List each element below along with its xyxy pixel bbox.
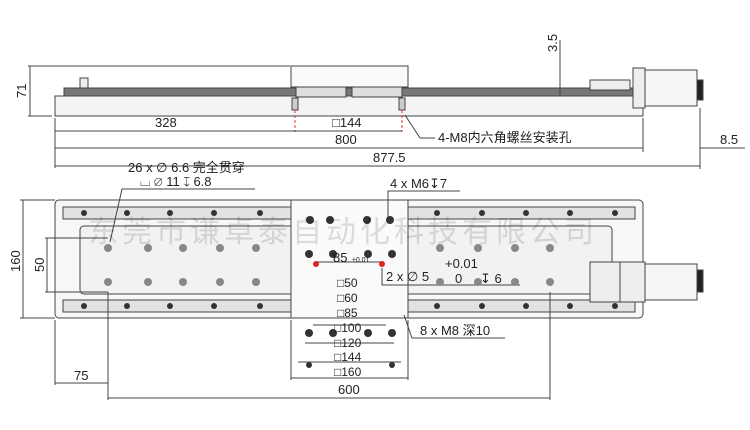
tol-85: ±0.01 (352, 257, 370, 264)
dim-sq-120: □120 (334, 336, 362, 350)
dim-height-top: 160 (8, 250, 23, 272)
side-view (28, 40, 745, 169)
dim-50: 50 (32, 258, 47, 272)
dim-height-side: 71 (14, 84, 29, 98)
dim-85: 85 (333, 250, 347, 265)
callout-counterbore: ⌴ ∅ 11 ↧ 6.8 (140, 174, 212, 189)
dim-328: 328 (155, 115, 177, 130)
dim-600: 600 (338, 382, 360, 397)
callout-through: 26 x ∅ 6.6 完全贯穿 (128, 160, 245, 175)
dim-sq-144: □144 (334, 350, 362, 364)
dim-motor: 8.5 (720, 132, 738, 147)
top-view (20, 188, 704, 400)
pin-tol-lower: 0 (455, 271, 462, 286)
dim-800: 800 (335, 132, 357, 147)
callout-m8: 8 x M8 深10 (420, 323, 490, 338)
dim-75: 75 (74, 368, 88, 383)
dim-sq-60: □60 (337, 291, 358, 305)
dim-sq-160: □160 (334, 365, 362, 379)
callout-mount: 4-M8内六角螺丝安装孔 (438, 130, 572, 145)
dim-total: 877.5 (373, 150, 406, 165)
pin-depth: ↧ 6 (480, 271, 502, 286)
dim-top-offset: 3.5 (545, 34, 560, 52)
dim-sq-100: □100 (334, 321, 362, 335)
pin-tol-upper: +0.01 (445, 256, 478, 271)
callout-m6: 4 x M6↧7 (390, 176, 447, 191)
dim-sq-85: □85 (337, 306, 358, 320)
dim-sq-50: □50 (337, 276, 358, 290)
dim-carriage: □144 (332, 115, 362, 130)
callout-pin: 2 x ∅ 5 (386, 269, 429, 284)
watermark: 东莞市谦卓泰自动化科技有限公司 (88, 216, 598, 249)
